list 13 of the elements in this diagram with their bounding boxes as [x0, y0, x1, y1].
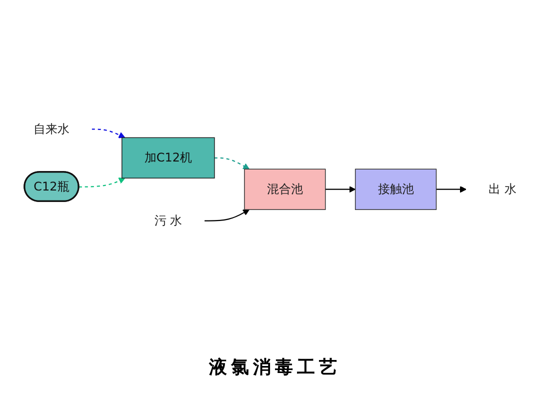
node-box: 混合池 [244, 168, 326, 210]
node-text: 自来水 [34, 122, 70, 136]
arrow [78, 178, 126, 188]
arrow [204, 209, 250, 222]
diagram-title: 液氯消毒工艺 [209, 356, 341, 379]
arrow [436, 186, 467, 193]
arrow [92, 128, 126, 138]
node-text: 出 水 [488, 182, 516, 196]
node-box: 接触池 [354, 168, 437, 210]
node-text: 污 水 [154, 213, 182, 228]
node-box: 加C12机 [122, 137, 215, 178]
arrow [214, 157, 250, 170]
arrow [325, 186, 356, 193]
